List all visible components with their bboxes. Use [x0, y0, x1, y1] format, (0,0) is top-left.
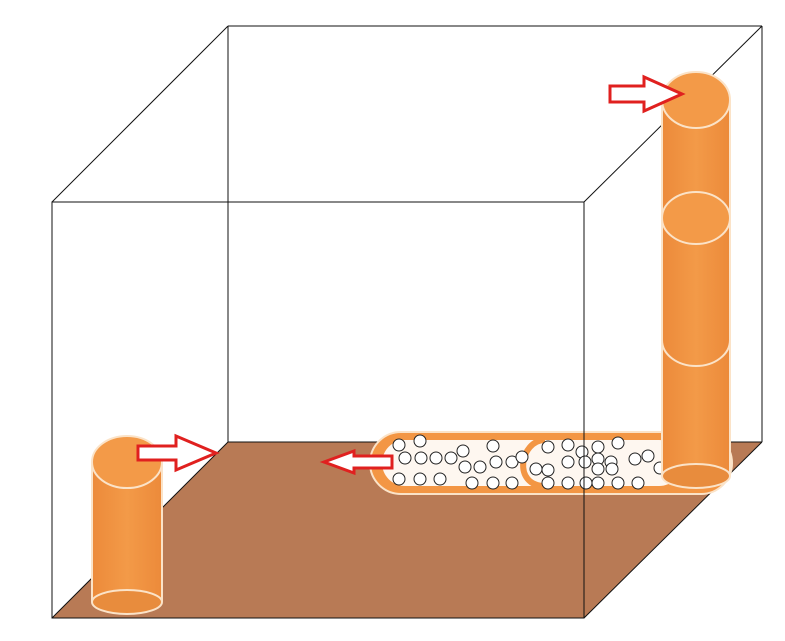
ball [579, 476, 593, 490]
ball [486, 439, 500, 453]
ball [456, 444, 470, 458]
ball [611, 476, 625, 490]
arrow-left-tube [319, 448, 394, 476]
ball [541, 476, 555, 490]
ball [591, 440, 605, 454]
ball [561, 476, 575, 490]
ball [591, 462, 605, 476]
ball [541, 440, 555, 454]
ball [561, 438, 575, 452]
ball [465, 476, 479, 490]
ball [611, 436, 625, 450]
ball [392, 472, 406, 486]
arrow-right-tall-cylinder [608, 74, 686, 114]
cube-front-edges [51, 201, 585, 619]
ball [486, 476, 500, 490]
ball [413, 434, 427, 448]
ball [591, 476, 605, 490]
short-cylinder [91, 435, 163, 615]
ball [641, 449, 655, 463]
ball [414, 451, 428, 465]
ball [489, 455, 503, 469]
ball [541, 463, 555, 477]
ball [392, 438, 406, 452]
tall-cylinder [661, 71, 731, 489]
ball [458, 460, 472, 474]
ball [605, 462, 619, 476]
ball [413, 472, 427, 486]
ball [398, 451, 412, 465]
ball [444, 451, 458, 465]
ball [429, 451, 443, 465]
ball [631, 476, 645, 490]
balls-group [392, 434, 667, 490]
ball [505, 476, 519, 490]
ball [529, 462, 543, 476]
ball [561, 455, 575, 469]
ball [433, 472, 447, 486]
ball [473, 460, 487, 474]
arrow-right-left-cylinder [136, 433, 220, 473]
ball [628, 452, 642, 466]
ball [578, 455, 592, 469]
ball [515, 450, 529, 464]
